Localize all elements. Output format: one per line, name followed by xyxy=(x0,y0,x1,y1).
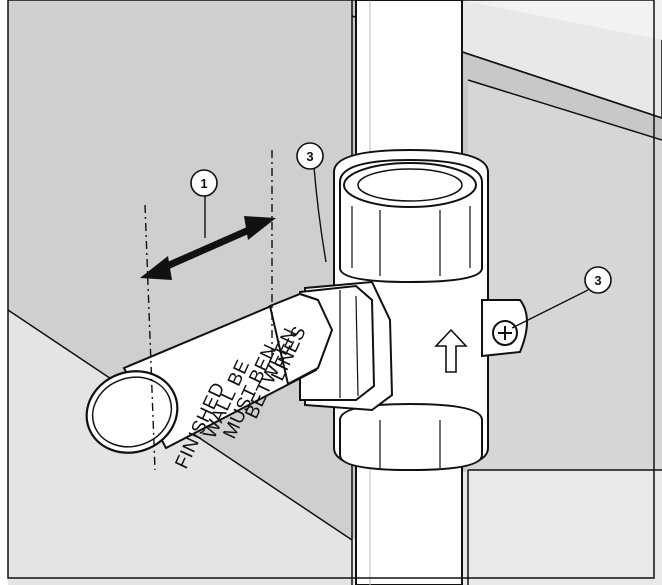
side-facet-2 xyxy=(355,295,359,397)
flow-arrow-icon xyxy=(434,328,468,373)
top-nut-inner xyxy=(357,168,463,202)
edge-line-3 xyxy=(467,79,662,141)
finished-wall-plane xyxy=(8,310,352,585)
callout-3-top: 3 xyxy=(296,142,327,263)
double-arrow-icon xyxy=(140,216,276,280)
screw-head-icon xyxy=(492,320,518,346)
test-cap xyxy=(85,292,334,454)
frame-border xyxy=(7,0,655,579)
callout-3-right: 3 xyxy=(511,266,612,329)
cap-collar xyxy=(268,292,334,386)
right-wall-face xyxy=(468,80,662,585)
callout-1-number: 1 xyxy=(200,176,207,191)
callout-3-top-number: 3 xyxy=(306,149,313,164)
cap-end-inner xyxy=(91,376,173,448)
callout-3-right-number: 3 xyxy=(594,273,601,288)
callout-1: 1 xyxy=(190,169,218,238)
bottom-hex-nut xyxy=(339,402,483,472)
wall-line-outer xyxy=(144,204,156,471)
mounting-ear xyxy=(481,299,528,358)
recess-top-far xyxy=(460,0,662,40)
